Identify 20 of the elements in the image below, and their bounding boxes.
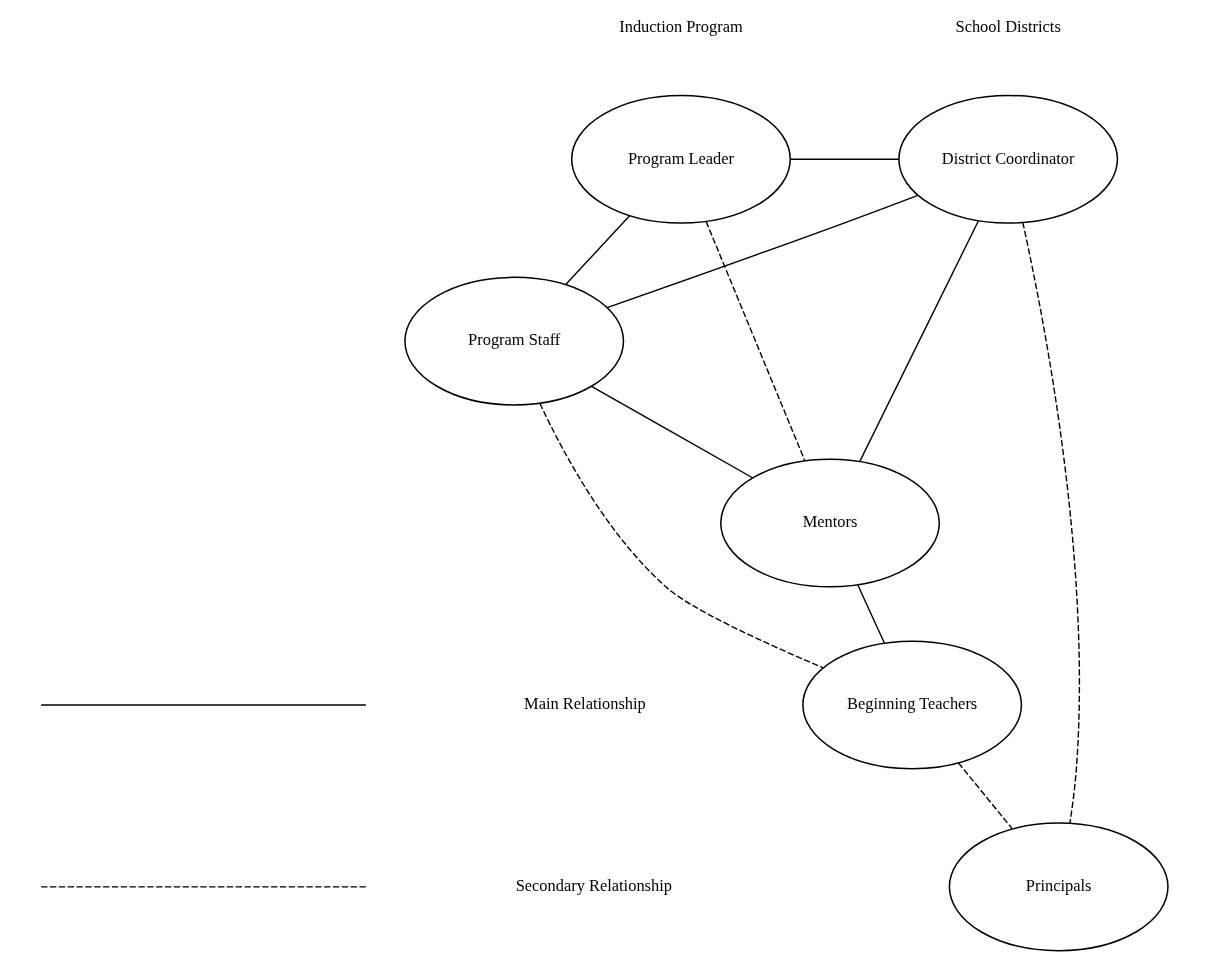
connector <box>857 584 886 644</box>
node-ellipse: Beginning Teachers <box>802 640 1023 770</box>
connector <box>590 385 754 479</box>
label: Induction Program <box>619 16 743 36</box>
connector <box>789 158 900 160</box>
connector <box>1022 221 1080 825</box>
legend-label: Secondary Relationship <box>515 876 672 896</box>
legend-label: Main Relationship <box>524 694 646 714</box>
label: School Districts <box>955 16 1061 36</box>
node-ellipse: Program Leader <box>570 94 791 224</box>
node-ellipse: Principals <box>948 822 1169 952</box>
node-ellipse: District Coordinator <box>898 94 1119 224</box>
connector <box>565 215 631 286</box>
node-ellipse: Mentors <box>720 458 941 588</box>
node-ellipse: Program Staff <box>404 276 625 406</box>
connector <box>705 220 806 462</box>
connector <box>606 194 919 309</box>
connector <box>539 402 824 669</box>
connector <box>957 762 1013 830</box>
connector <box>859 220 980 462</box>
